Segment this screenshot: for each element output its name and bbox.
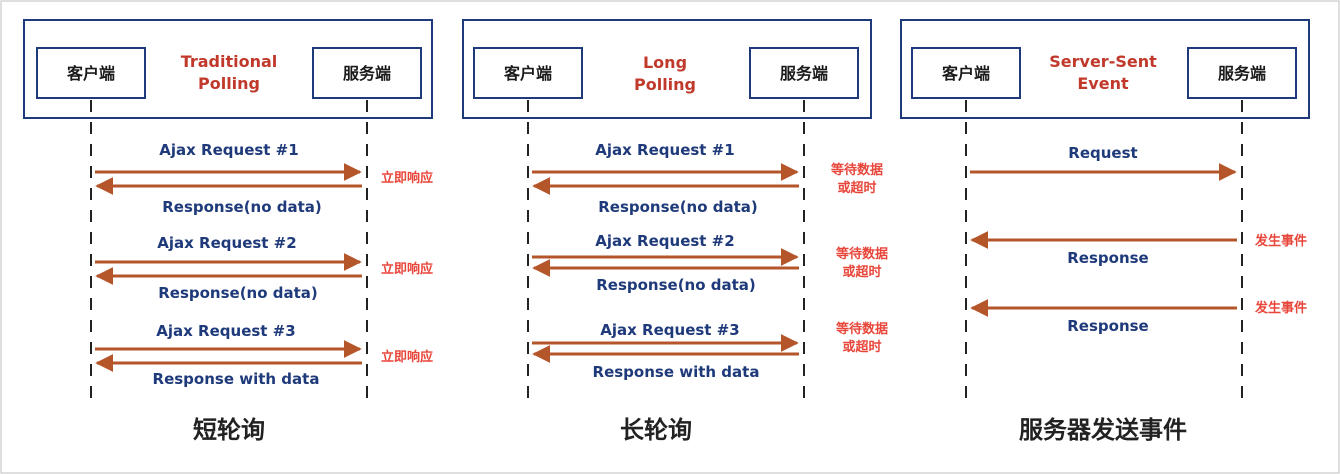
server-note: 或超时 [842,264,881,280]
server-note: 等待数据 [835,321,888,337]
panel-caption: 短轮询 [193,416,265,444]
server-note: 或超时 [842,339,881,355]
client-label: 客户端 [67,64,115,83]
request-label: Ajax Request #3 [600,321,739,339]
request-label: Ajax Request #2 [157,234,296,252]
panel-caption: 长轮询 [620,416,692,444]
server-note: 发生事件 [1254,300,1307,316]
response-label: Response(no data) [158,284,318,302]
panel-title-line2: Polling [198,74,260,93]
server-note: 立即响应 [381,261,433,277]
response-label: Response with data [153,370,320,388]
response-label: Response with data [593,363,760,381]
response-label: Response(no data) [162,198,322,216]
server-box [1187,47,1297,99]
panel-title-line1: Long [643,53,687,72]
response-label: Response(no data) [598,198,758,216]
server-note: 或超时 [837,180,876,196]
client-box [911,47,1021,99]
header-frame [900,19,1310,119]
server-label: 服务端 [780,64,828,83]
panel-title-line2: Event [1077,74,1129,93]
client-label: 客户端 [504,64,552,83]
response-label: Response [1067,249,1148,267]
client-box [36,47,146,99]
panel-caption: 服务器发送事件 [1019,416,1187,444]
header-frame [23,19,433,119]
server-label: 服务端 [1218,64,1266,83]
panel-title-line2: Polling [634,75,696,94]
panel-short-polling: 客户端 服务端 Traditional Polling Ajax Request… [23,19,433,444]
panel-server-sent-events: 客户端 服务端 Server-Sent Event Request Respon… [900,19,1310,444]
client-box [473,47,583,99]
server-note: 立即响应 [381,170,433,186]
request-label: Ajax Request #1 [159,141,298,159]
request-label: Request [1068,144,1137,162]
server-note: 发生事件 [1254,233,1307,249]
panel-long-polling: 客户端 服务端 Long Polling Ajax Request #1 Res… [462,19,888,444]
request-label: Ajax Request #3 [156,322,295,340]
panel-title-line1: Server-Sent [1049,52,1157,71]
response-label: Response [1067,317,1148,335]
request-label: Ajax Request #1 [595,141,734,159]
client-label: 客户端 [942,64,990,83]
server-box [749,47,859,99]
request-label: Ajax Request #2 [595,232,734,250]
panel-title-line1: Traditional [181,52,278,71]
server-note: 等待数据 [835,246,888,262]
response-label: Response(no data) [596,276,756,294]
server-note: 立即响应 [381,349,433,365]
server-note: 等待数据 [830,162,883,178]
server-box [312,47,422,99]
server-label: 服务端 [343,64,391,83]
header-frame [462,19,872,119]
